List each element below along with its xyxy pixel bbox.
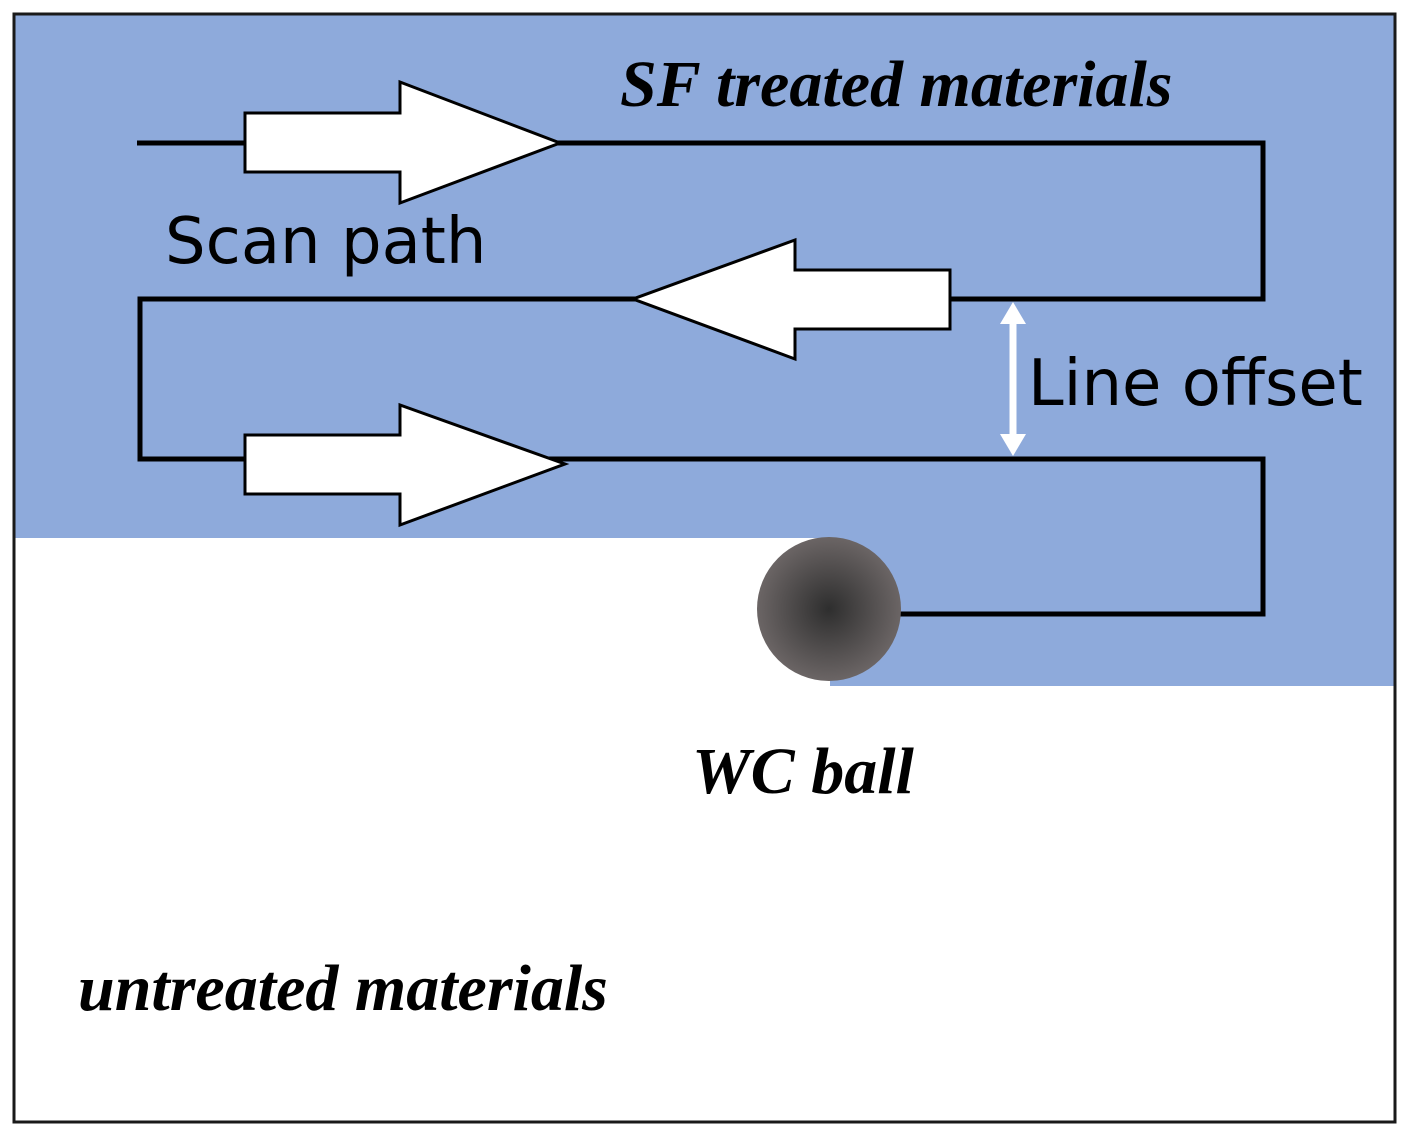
wc-ball-label: WC ball <box>692 735 915 808</box>
line-offset-label: Line offset <box>1028 347 1363 421</box>
direction-arrow-icon <box>243 402 570 528</box>
double-headed-arrow-icon <box>1000 302 1026 456</box>
direction-arrow-icon <box>243 79 565 206</box>
wc-ball-icon <box>757 537 901 681</box>
direction-arrow-icon <box>628 237 952 362</box>
scan-path-label: Scan path <box>165 205 486 279</box>
treated-materials-label: SF treated materials <box>620 48 1173 121</box>
diagram-frame <box>12 12 1397 1124</box>
untreated-materials-label: untreated materials <box>78 952 608 1025</box>
scan-path-line <box>137 140 1266 617</box>
treated-region <box>14 14 1395 686</box>
